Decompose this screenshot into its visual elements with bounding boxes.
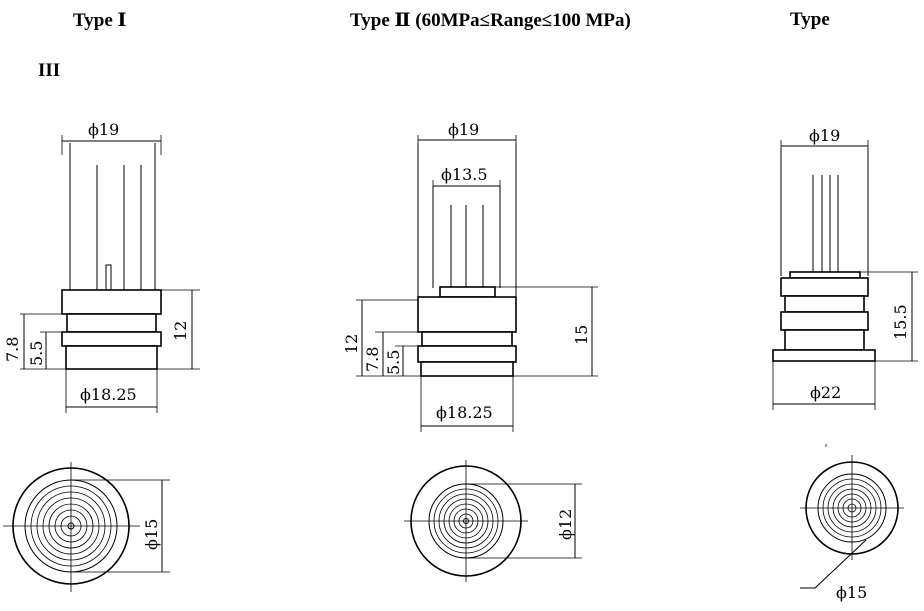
title-type-3-numeral: III <box>38 60 61 81</box>
type2-side-view: ϕ19 ϕ13.5 ϕ18.25 15 12 7.8 <box>342 120 598 432</box>
dim-t2-h12: 12 <box>342 334 361 354</box>
dim-t2-h55: 5.5 <box>384 350 403 375</box>
dim-t1-face: ϕ15 <box>142 519 161 550</box>
title-type-2: Type Ⅱ (60MPa≤Range≤100 MPa) <box>350 10 631 31</box>
dim-t2-bottom: ϕ18.25 <box>436 403 493 422</box>
type3-side-view: ϕ19 ϕ22 15.5 <box>772 126 918 410</box>
type1-face-view: ϕ15 <box>3 462 170 592</box>
dim-t3-top: ϕ19 <box>809 126 840 145</box>
dim-t1-h55: 5.5 <box>27 341 46 366</box>
type1-side-view: ϕ19 ϕ18.25 12 7.8 5.5 <box>3 120 200 413</box>
dim-t1-top: ϕ19 <box>88 120 119 139</box>
type2-face-view: ϕ12 <box>404 460 582 582</box>
dim-t3-bottom: ϕ22 <box>810 383 841 402</box>
dim-t1-h12: 12 <box>171 321 190 341</box>
dim-t3-face: ϕ15 <box>836 583 867 602</box>
dim-t2-face: ϕ12 <box>556 509 575 540</box>
dim-t2-top: ϕ19 <box>448 120 479 139</box>
dim-t2-h78: 7.8 <box>363 347 382 372</box>
dim-t1-h78: 7.8 <box>3 337 22 362</box>
dim-t2-inner: ϕ13.5 <box>441 165 488 184</box>
title-type-1: Type Ⅰ <box>73 10 127 31</box>
dim-t1-bottom: ϕ18.25 <box>80 385 137 404</box>
title-type-3: Type <box>790 9 830 30</box>
type3-face-view: ϕ15 <box>800 444 904 602</box>
dim-t3-h155: 15.5 <box>891 304 910 340</box>
dim-t2-h15: 15 <box>572 325 591 345</box>
